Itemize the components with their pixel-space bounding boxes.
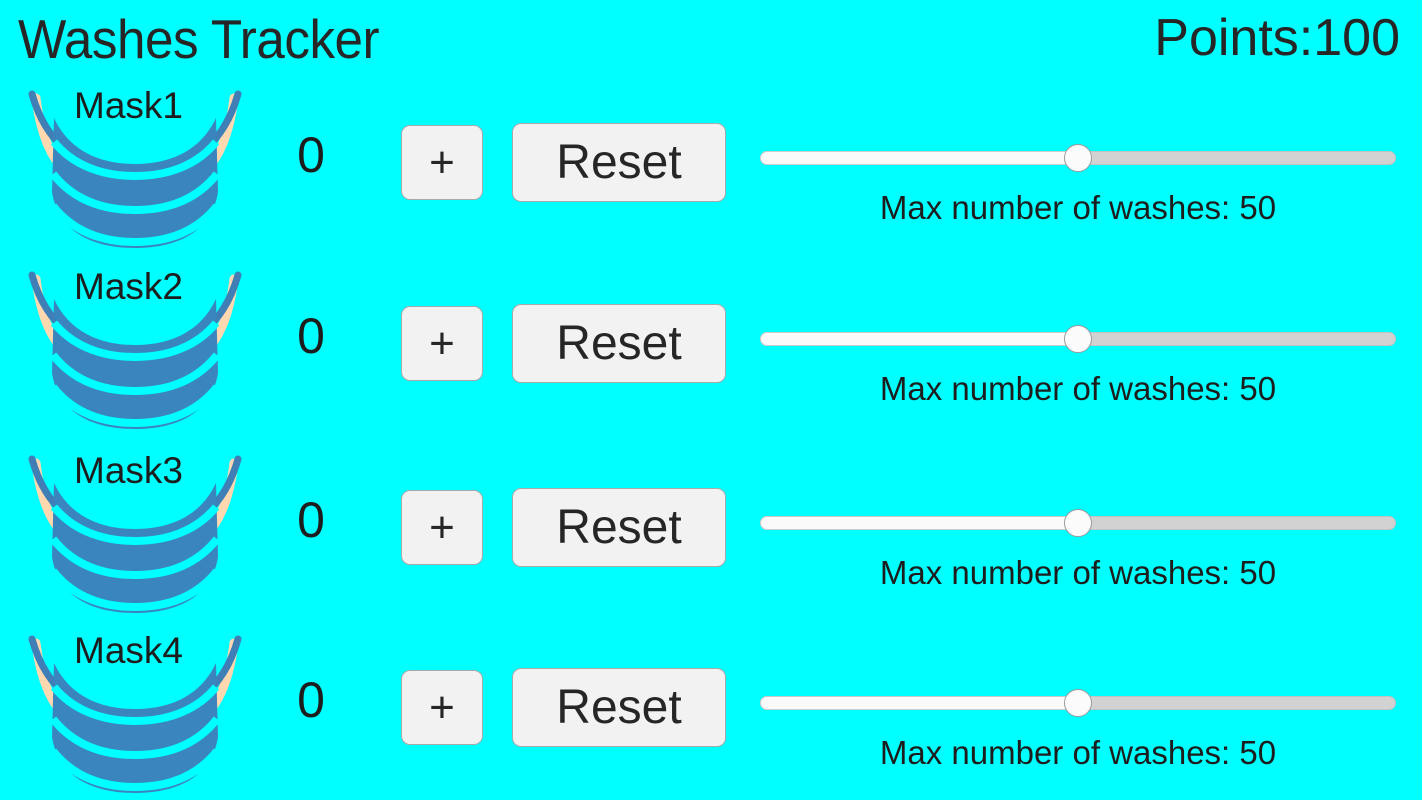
wash-count-value: 0 (297, 492, 325, 548)
wash-count-value: 0 (297, 672, 325, 728)
reset-button[interactable]: Reset (512, 488, 726, 567)
slider-fill (760, 151, 1078, 165)
increment-button[interactable]: + (401, 306, 483, 381)
increment-button[interactable]: + (401, 125, 483, 200)
page-title: Washes Tracker (18, 8, 380, 70)
face-mask-icon (28, 90, 242, 248)
reset-button[interactable]: Reset (512, 123, 726, 202)
slider-thumb[interactable] (1064, 325, 1092, 353)
slider-thumb[interactable] (1064, 144, 1092, 172)
mask-name-label: Mask4 (74, 630, 183, 671)
mask-name-label: Mask2 (74, 266, 183, 307)
max-washes-label: Max number of washes: 50 (879, 370, 1277, 407)
wash-count-value: 0 (297, 308, 325, 364)
max-washes-slider[interactable] (760, 685, 1396, 721)
max-washes-slider[interactable] (760, 321, 1396, 357)
slider-fill (760, 332, 1078, 346)
reset-button[interactable]: Reset (512, 668, 726, 747)
slider-thumb[interactable] (1064, 509, 1092, 537)
max-washes-label: Max number of washes: 50 (879, 554, 1277, 591)
mask-image-cell: Mask4 (12, 627, 258, 795)
face-mask-icon (28, 635, 242, 793)
face-mask-icon (28, 455, 242, 613)
points-display: Points:100 (1154, 9, 1400, 67)
mask-row: Mask1 0 + Reset Max number of washes: 50 (0, 78, 1422, 259)
slider-thumb[interactable] (1064, 689, 1092, 717)
increment-button[interactable]: + (401, 490, 483, 565)
mask-image-cell: Mask1 (12, 82, 258, 250)
max-washes-slider[interactable] (760, 505, 1396, 541)
mask-image-cell: Mask2 (12, 263, 258, 431)
mask-name-label: Mask1 (74, 85, 183, 126)
slider-fill (760, 696, 1078, 710)
mask-name-label: Mask3 (74, 450, 183, 491)
app-header: Washes Tracker Points:100 (0, 0, 1422, 80)
slider-fill (760, 516, 1078, 530)
increment-button[interactable]: + (401, 670, 483, 745)
max-washes-label: Max number of washes: 50 (879, 189, 1277, 226)
mask-row: Mask3 0 + Reset Max number of washes: 50 (0, 443, 1422, 624)
mask-row: Mask2 0 + Reset Max number of washes: 50 (0, 259, 1422, 440)
max-washes-label: Max number of washes: 50 (879, 734, 1277, 771)
wash-count-value: 0 (297, 127, 325, 183)
mask-image-cell: Mask3 (12, 447, 258, 615)
mask-row: Mask4 0 + Reset Max number of washes: 50 (0, 623, 1422, 800)
reset-button[interactable]: Reset (512, 304, 726, 383)
max-washes-slider[interactable] (760, 140, 1396, 176)
face-mask-icon (28, 271, 242, 429)
